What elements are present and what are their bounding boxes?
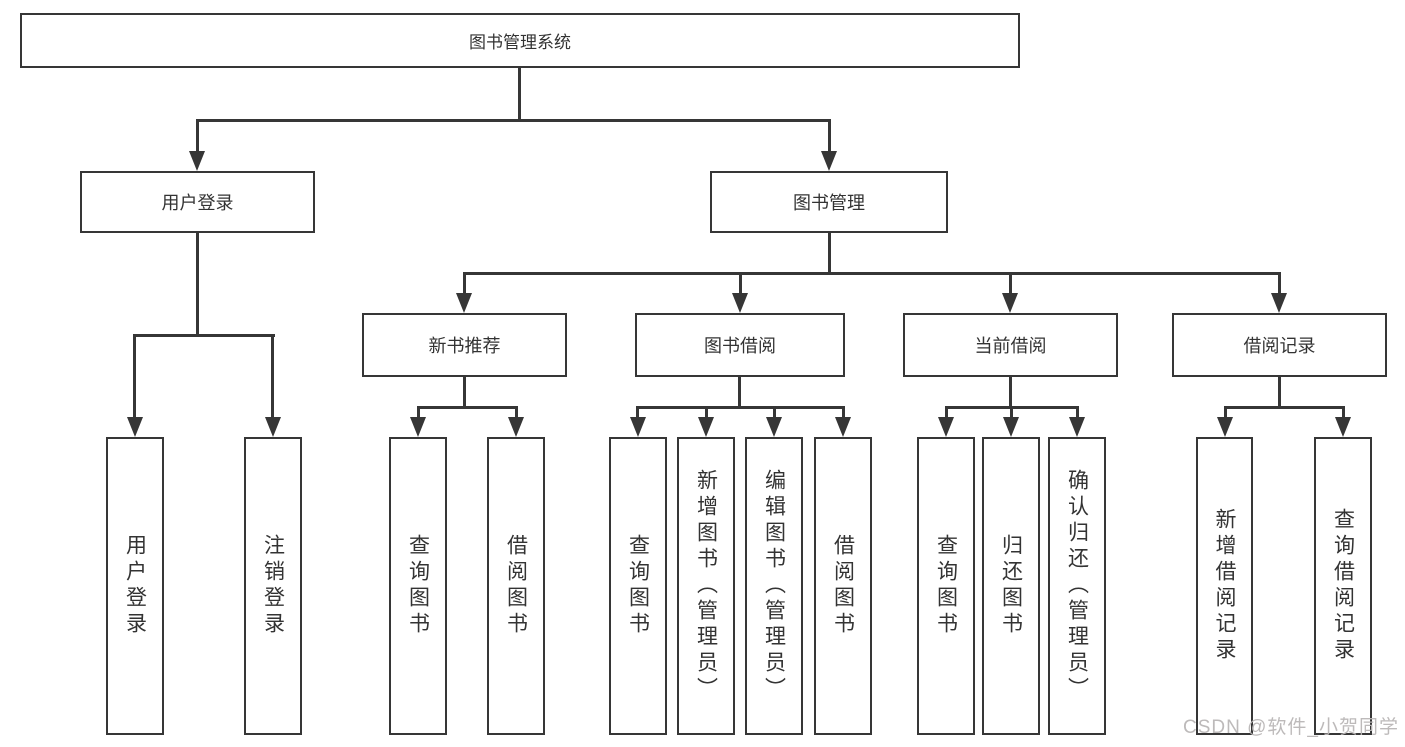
node-label: 图书管理 (793, 193, 865, 213)
arrow-down-icon (508, 417, 524, 437)
connector-line (133, 334, 136, 419)
node-borrow-records: 借阅记录 (1172, 313, 1387, 377)
connector-line (417, 406, 518, 409)
connector-line (463, 272, 466, 297)
connector-line (1009, 272, 1012, 297)
arrow-down-icon (265, 417, 281, 437)
leaf-query-books-borrow: 查询图书 (609, 437, 667, 735)
connector-line (828, 119, 831, 155)
connector-line (739, 272, 742, 297)
leaf-edit-books-admin: 编辑图书（管理员） (745, 437, 803, 735)
node-label: 查询图书 (406, 534, 430, 638)
leaf-add-borrow-record: 新增借阅记录 (1196, 437, 1253, 735)
node-new-book-recommend: 新书推荐 (362, 313, 567, 377)
leaf-return-books: 归还图书 (982, 437, 1040, 735)
connector-line (463, 272, 1281, 275)
node-book-borrowing: 图书借阅 (635, 313, 845, 377)
node-label: 归还图书 (999, 534, 1023, 638)
leaf-add-books-admin: 新增图书（管理员） (677, 437, 735, 735)
node-book-management: 图书管理 (710, 171, 948, 233)
connector-line (828, 233, 831, 274)
connector-line (1224, 406, 1345, 409)
arrow-down-icon (1271, 293, 1287, 313)
arrow-down-icon (456, 293, 472, 313)
connector-line (842, 406, 845, 420)
connector-line (1009, 377, 1012, 408)
node-label: 当前借阅 (974, 336, 1047, 356)
arrow-down-icon (821, 151, 837, 171)
arrow-down-icon (732, 293, 748, 313)
node-label: 借阅图书 (504, 534, 528, 638)
node-label: 注销登录 (261, 534, 285, 638)
arrow-down-icon (630, 417, 646, 437)
arrow-down-icon (698, 417, 714, 437)
connector-line (705, 406, 708, 420)
connector-line (134, 334, 275, 337)
arrow-down-icon (1003, 417, 1019, 437)
node-label: 查询图书 (934, 534, 958, 638)
connector-line (1076, 406, 1079, 420)
connector-line (515, 406, 518, 420)
node-label: 编辑图书（管理员） (762, 469, 786, 703)
connector-line (1342, 406, 1345, 420)
node-label: 查询图书 (626, 534, 650, 638)
arrow-down-icon (410, 417, 426, 437)
connector-line (1010, 406, 1013, 420)
connector-line (196, 119, 831, 122)
connector-line (417, 406, 420, 420)
node-library-management-system: 图书管理系统 (20, 13, 1020, 68)
leaf-logout: 注销登录 (244, 437, 302, 735)
arrow-down-icon (127, 417, 143, 437)
arrow-down-icon (189, 151, 205, 171)
arrow-down-icon (835, 417, 851, 437)
connector-line (1278, 272, 1281, 297)
node-label: 新增图书（管理员） (694, 469, 718, 703)
node-label: 查询借阅记录 (1331, 508, 1355, 664)
connector-line (738, 377, 741, 408)
node-user-login-branch: 用户登录 (80, 171, 315, 233)
connector-line (637, 406, 845, 409)
leaf-borrow-books: 借阅图书 (814, 437, 872, 735)
connector-line (636, 406, 639, 420)
node-label: 用户登录 (161, 193, 234, 213)
arrow-down-icon (1335, 417, 1351, 437)
node-label: 图书管理系统 (469, 33, 571, 52)
leaf-query-books-current: 查询图书 (917, 437, 975, 735)
arrow-down-icon (1217, 417, 1233, 437)
connector-line (1224, 406, 1227, 420)
leaf-confirm-return-admin: 确认归还（管理员） (1048, 437, 1106, 735)
arrow-down-icon (766, 417, 782, 437)
node-label: 新增借阅记录 (1213, 508, 1236, 664)
connector-line (945, 406, 948, 420)
leaf-query-borrow-record: 查询借阅记录 (1314, 437, 1372, 735)
connector-line (271, 334, 274, 419)
arrow-down-icon (1002, 293, 1018, 313)
node-label: 新书推荐 (428, 336, 501, 356)
node-label: 用户登录 (123, 534, 147, 638)
arrow-down-icon (1069, 417, 1085, 437)
connector-line (1278, 377, 1281, 408)
connector-line (196, 119, 199, 155)
node-label: 借阅记录 (1243, 336, 1316, 356)
node-current-borrowing: 当前借阅 (903, 313, 1118, 377)
connector-line (773, 406, 776, 420)
connector-line (518, 68, 521, 121)
node-label: 图书借阅 (704, 336, 776, 356)
leaf-query-books-newbook: 查询图书 (389, 437, 447, 735)
leaf-borrow-books-newbook: 借阅图书 (487, 437, 545, 735)
csdn-watermark: CSDN @软件_小贺同学 (1183, 717, 1399, 738)
node-label: 借阅图书 (831, 534, 855, 638)
connector-line (196, 233, 199, 336)
connector-line (463, 377, 466, 408)
arrow-down-icon (938, 417, 954, 437)
node-label: 确认归还（管理员） (1065, 469, 1089, 703)
leaf-user-login: 用户登录 (106, 437, 164, 735)
